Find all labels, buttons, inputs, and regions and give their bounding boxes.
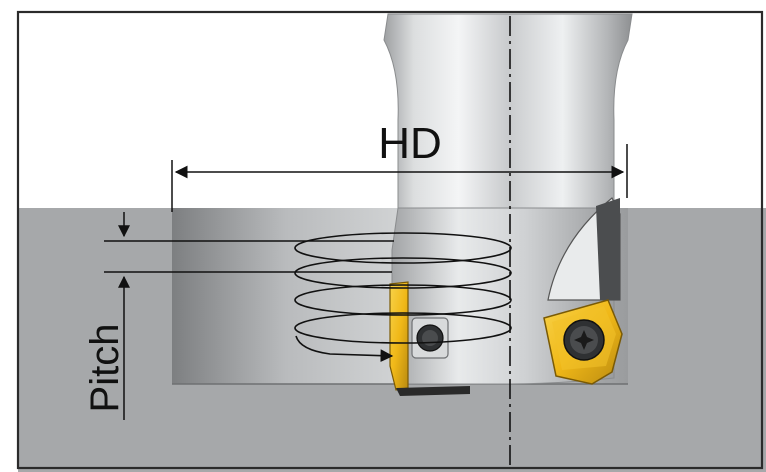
left-insert [389,281,470,396]
hd-dimension [171,144,628,212]
right-screw-icon [563,319,605,361]
pitch-label: Pitch [83,324,127,413]
pitch-dimension [104,212,394,420]
chip-flute-shadow [596,198,620,300]
tool-shank [383,13,633,211]
left-screw-icon [411,317,449,359]
frame [16,10,764,470]
hd-label: HD [378,119,442,168]
helix-path [294,232,512,363]
